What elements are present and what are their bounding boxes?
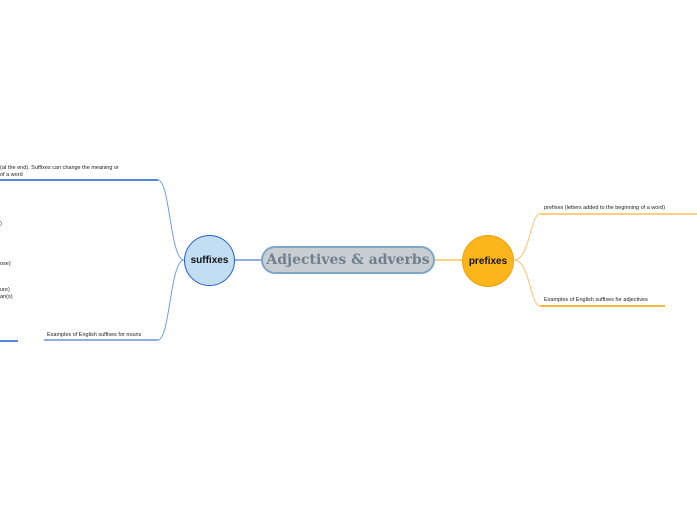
prefixes-topic[interactable]: prefixes <box>462 235 514 287</box>
prefixes-topic-label: prefixes <box>468 255 508 267</box>
suffixes-definition-line2: of a word <box>0 172 23 178</box>
suffixes-fragment-2[interactable]: ose) <box>0 261 11 267</box>
link-prefixes-definition <box>513 213 541 261</box>
link-suffixes-definition <box>157 179 185 261</box>
link-prefixes-adjectives <box>513 259 541 307</box>
suffixes-fragment-1[interactable]: ) <box>0 221 2 227</box>
prefixes-adjectives-node[interactable]: Examples of English suffixes for adjecti… <box>544 297 648 303</box>
suffixes-fragment-3[interactable]: ure) an(s) <box>0 287 13 301</box>
suffixes-definition-node[interactable]: (at the end). Suffixes can change the me… <box>0 165 119 179</box>
suffixes-fragment-3-line1: ure) <box>0 287 10 293</box>
suffixes-definition-line1: (at the end). Suffixes can change the me… <box>0 165 119 171</box>
suffixes-nouns-node[interactable]: Examples of English suffixes for nouns <box>47 332 142 338</box>
suffixes-fragment-3-line2: an(s) <box>0 294 13 300</box>
prefixes-definition-node[interactable]: prefixes (letters added to the beginning… <box>544 205 666 211</box>
link-suffixes-nouns <box>157 259 185 341</box>
suffixes-topic[interactable]: suffixes <box>184 235 235 286</box>
central-topic-title: Adjectives & adverbs <box>266 252 430 268</box>
central-topic[interactable]: Adjectives & adverbs <box>261 246 435 274</box>
suffixes-topic-label: suffixes <box>190 255 229 266</box>
